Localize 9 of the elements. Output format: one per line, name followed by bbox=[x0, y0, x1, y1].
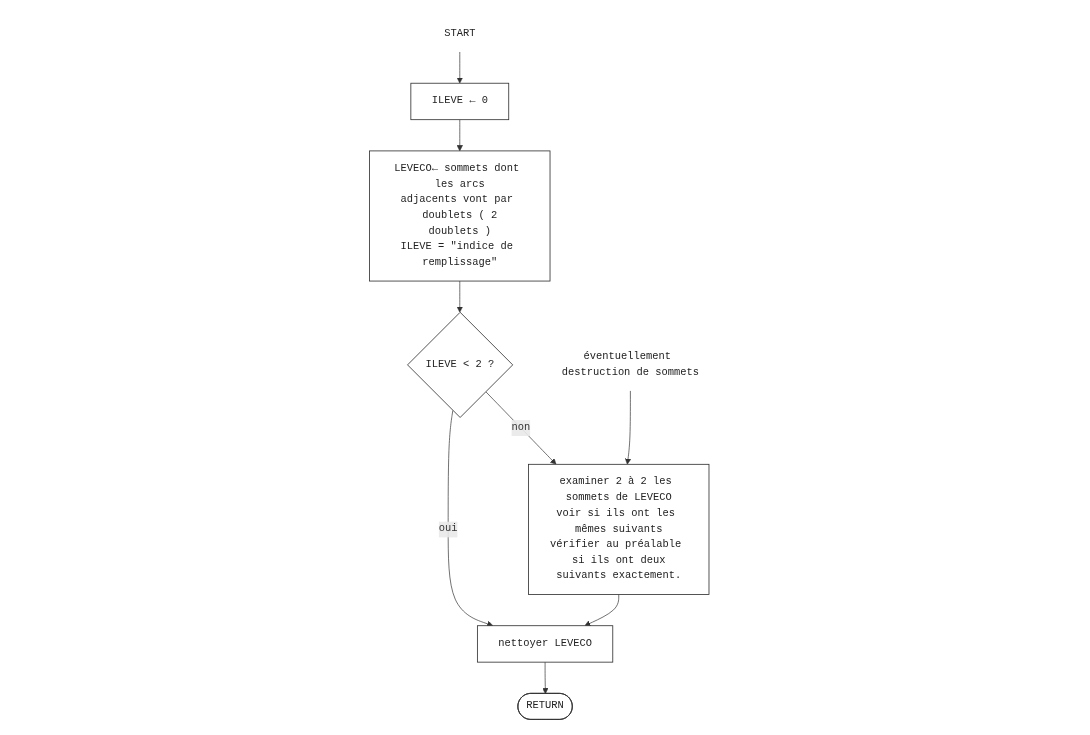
node-box: ILEVE ← 0 bbox=[410, 82, 510, 121]
node-text: éventuellement destruction de sommets bbox=[561, 350, 700, 379]
edge-label: non bbox=[511, 421, 531, 434]
node-text: START bbox=[444, 27, 476, 40]
node-box: examiner 2 à 2 les sommets de LEVECO voir si ils ont les mêmes suivants vérifier au préalable si ils ont deux suivants exactement. bbox=[528, 463, 710, 595]
node-diamond: ILEVE < 2 ? bbox=[407, 311, 514, 418]
node-box: LEVECO← sommets dont les arcs adjacents vont par doublets ( 2 doublets ) ILEVE = "indice de remplissage" bbox=[369, 150, 551, 282]
node-box: nettoyer LEVECO bbox=[476, 625, 614, 663]
edge-label: oui bbox=[438, 522, 458, 535]
